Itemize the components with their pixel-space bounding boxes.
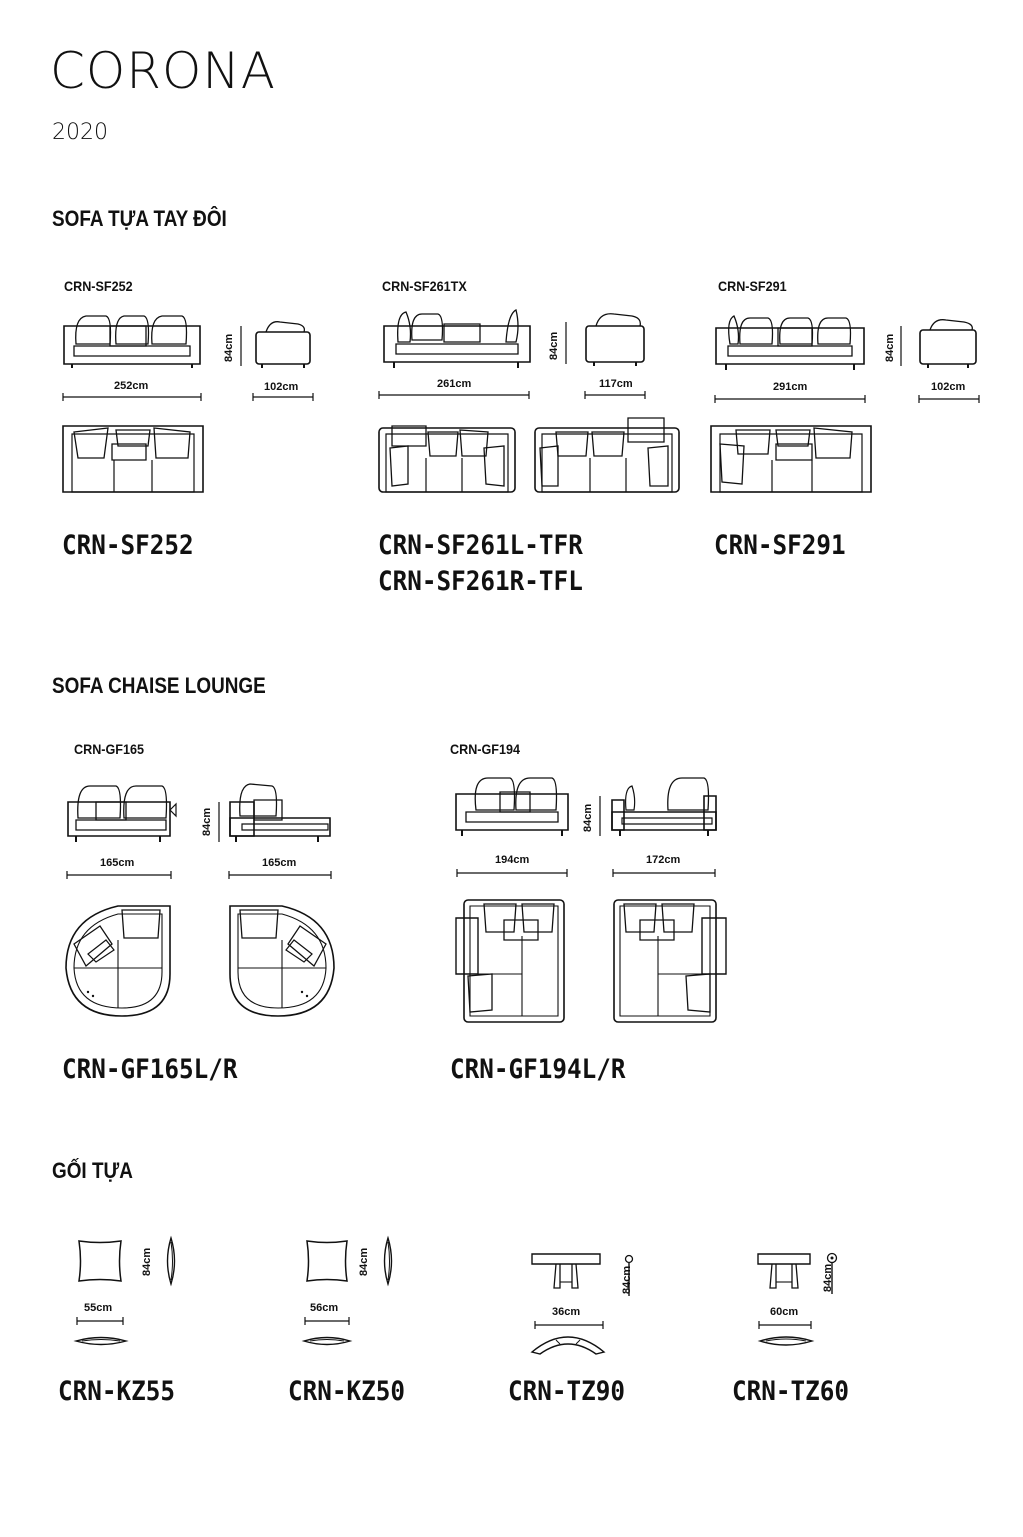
model-label-gf165: CRN-GF165L/R	[62, 1054, 238, 1085]
kz55-top-drawing	[74, 1334, 128, 1348]
sf291-height-line	[898, 326, 904, 366]
gf165-side-width-line	[228, 870, 332, 880]
kz55-side-drawing	[164, 1236, 178, 1286]
sf261-width-line	[378, 390, 530, 400]
sf252-side-drawing	[252, 318, 314, 370]
gf194-side-width-line	[612, 868, 716, 878]
sf291-depth-label: 102cm	[931, 381, 966, 393]
item-code-gf165: CRN-GF165	[74, 741, 145, 757]
sf291-height-label: 84cm	[884, 333, 896, 362]
section-heading-armrest: SOFA TỰA TAY ĐÔI	[52, 206, 227, 231]
sf291-width-label: 291cm	[773, 381, 808, 393]
kz50-width-label: 56cm	[310, 1302, 339, 1314]
sf261l-top-drawing	[378, 424, 516, 494]
kz55-front-drawing	[76, 1238, 124, 1284]
gf194l-top-drawing	[454, 896, 568, 1024]
sf291-front-drawing	[714, 310, 866, 372]
model-label-sf261r: CRN-SF261R-TFL	[378, 566, 583, 597]
page-year: 2020	[52, 120, 108, 145]
sf261r-top-drawing	[534, 416, 680, 494]
gf165-side-drawing	[228, 780, 332, 846]
model-label-gf194: CRN-GF194L/R	[450, 1054, 626, 1085]
gf165-front-drawing	[66, 780, 178, 846]
sf261-height-line	[563, 322, 569, 364]
model-label-sf291: CRN-SF291	[714, 530, 846, 561]
kz50-top-drawing	[302, 1334, 352, 1348]
gf165-height-label: 84cm	[201, 807, 213, 836]
item-code-sf261tx: CRN-SF261TX	[382, 278, 467, 294]
kz55-width-line	[76, 1316, 124, 1326]
sf261-height-label: 84cm	[548, 331, 560, 360]
sf261-depth-label: 117cm	[599, 378, 633, 390]
gf165-side-width-label: 165cm	[262, 857, 297, 869]
model-label-kz50: CRN-KZ50	[288, 1376, 406, 1407]
item-code-sf291: CRN-SF291	[718, 278, 787, 294]
sf261-depth-line	[584, 390, 646, 400]
tz90-width-label: 36cm	[552, 1306, 581, 1318]
sf252-front-drawing	[62, 310, 202, 372]
item-code-sf252: CRN-SF252	[64, 278, 133, 294]
kz50-height-label: 84cm	[358, 1247, 370, 1276]
sf252-depth-line	[252, 392, 314, 402]
model-label-sf261l: CRN-SF261L-TFR	[378, 530, 583, 561]
tz60-front-drawing	[756, 1252, 812, 1296]
gf165l-top-drawing	[64, 904, 172, 1018]
sf252-depth-label: 102cm	[264, 381, 299, 393]
gf165-width-line	[66, 870, 172, 880]
section-heading-cushions: GỐI TỰA	[52, 1158, 133, 1183]
item-code-gf194: CRN-GF194	[450, 741, 521, 757]
gf194-width-line	[456, 868, 568, 878]
sf252-height-label: 84cm	[223, 333, 235, 362]
tz90-top-drawing	[530, 1330, 606, 1356]
tz60-width-label: 60cm	[770, 1306, 799, 1318]
sf252-height-line	[238, 326, 244, 366]
sf291-top-drawing	[710, 424, 872, 494]
tz90-front-drawing	[530, 1252, 602, 1296]
kz50-front-drawing	[304, 1238, 350, 1284]
section-heading-chaise: SOFA CHAISE LOUNGE	[52, 673, 266, 698]
sf252-top-drawing	[62, 424, 204, 494]
model-label-tz60: CRN-TZ60	[732, 1376, 850, 1407]
model-label-sf252: CRN-SF252	[62, 530, 194, 561]
sf261-side-drawing	[584, 310, 646, 368]
gf165-width-label: 165cm	[100, 857, 135, 869]
tz90-side-drawing	[624, 1254, 634, 1300]
kz50-width-line	[304, 1316, 350, 1326]
sf291-side-drawing	[918, 316, 978, 370]
sf252-width-line	[62, 392, 202, 402]
tz60-top-drawing	[758, 1334, 814, 1348]
gf194-width-label: 194cm	[495, 854, 530, 866]
gf165-height-line	[216, 802, 222, 842]
kz55-height-label: 84cm	[141, 1247, 153, 1276]
tz60-side-drawing	[826, 1252, 838, 1298]
sf261-front-drawing	[382, 306, 532, 372]
gf165r-top-drawing	[228, 904, 336, 1018]
gf194-height-line	[597, 796, 603, 836]
gf194-side-width-label: 172cm	[646, 854, 681, 866]
gf194r-top-drawing	[612, 896, 728, 1024]
gf194-height-label: 84cm	[582, 803, 594, 832]
model-label-kz55: CRN-KZ55	[58, 1376, 176, 1407]
sf252-width-label: 252cm	[114, 380, 149, 392]
tz60-width-line	[758, 1320, 812, 1330]
sf261-width-label: 261cm	[437, 378, 472, 390]
tz90-width-line	[534, 1320, 604, 1330]
model-label-tz90: CRN-TZ90	[508, 1376, 626, 1407]
sf291-width-line	[714, 394, 866, 404]
gf194-side-drawing	[610, 774, 718, 840]
kz50-side-drawing	[381, 1236, 395, 1286]
gf194-front-drawing	[454, 772, 570, 842]
kz55-width-label: 55cm	[84, 1302, 113, 1314]
page-title: CORONA	[50, 42, 276, 100]
sf291-depth-line	[918, 394, 980, 404]
